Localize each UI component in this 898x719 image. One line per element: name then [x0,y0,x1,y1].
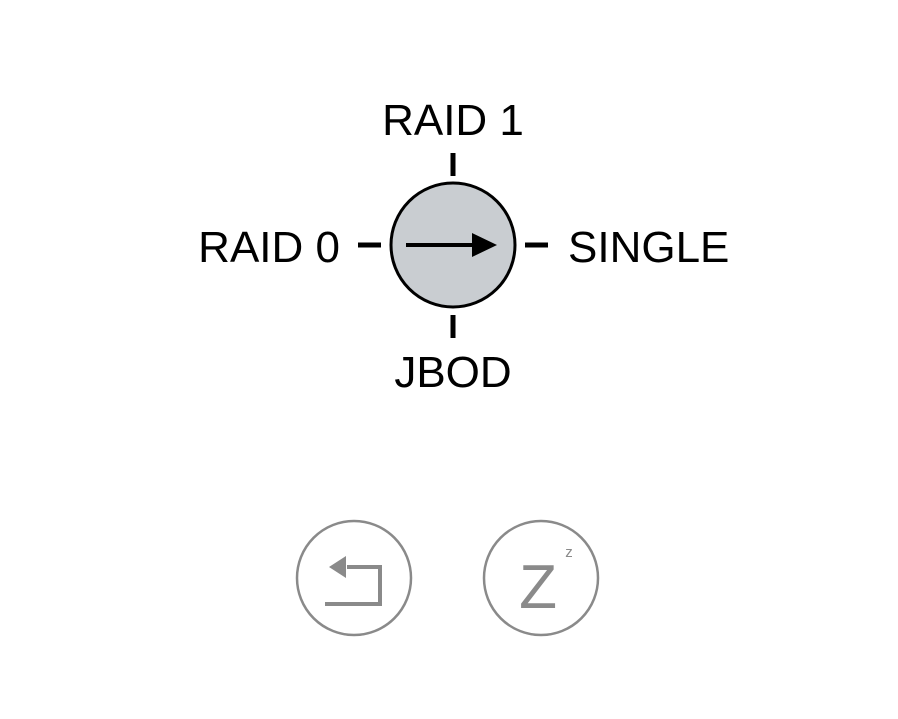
sleep-z-small-letter: z [565,544,573,561]
mode-label-right: SINGLE [568,223,729,272]
mode-label-bottom: JBOD [394,348,511,397]
sleep-z-letter: Z [519,553,557,622]
reset-button[interactable] [295,519,413,637]
dial-pointer-arrow-icon [406,233,497,257]
selector-ticks [358,153,548,338]
return-arrow-icon [325,556,382,606]
mode-label-left: RAID 0 [198,223,340,272]
mode-label-top: RAID 1 [382,96,524,145]
rotary-dial-arrow-icon [389,181,517,309]
sleep-z-icon: Z z [519,544,573,622]
sleep-button[interactable]: Z z [482,519,600,637]
